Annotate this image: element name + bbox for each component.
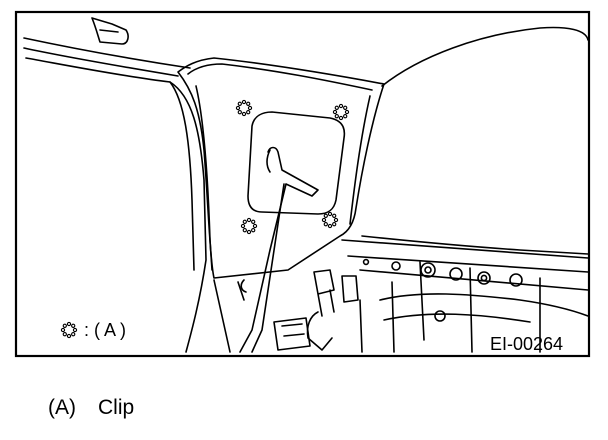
clip-marker-icon bbox=[321, 211, 339, 229]
figure-frame bbox=[14, 10, 591, 358]
trim-opening bbox=[247, 111, 346, 215]
callout-caption: (A) Clip bbox=[48, 396, 134, 420]
clip-marker-icon bbox=[332, 103, 350, 121]
legend-label: : ( A ) bbox=[84, 320, 126, 340]
door-frame bbox=[341, 239, 589, 291]
clip-marker-icon bbox=[235, 99, 253, 117]
hole bbox=[509, 273, 523, 287]
front-seat-back bbox=[25, 57, 207, 353]
rear-seat-back bbox=[381, 26, 589, 87]
hole bbox=[420, 262, 436, 278]
retractor bbox=[273, 317, 311, 351]
callout-text: Clip bbox=[98, 396, 135, 419]
hole bbox=[477, 271, 491, 285]
figure-id: EI-00264 bbox=[490, 334, 563, 354]
headliner-edge bbox=[23, 47, 179, 77]
belt-anchor bbox=[313, 269, 335, 317]
callout-key: (A) bbox=[48, 396, 76, 419]
seat-belt bbox=[239, 146, 319, 353]
b-pillar-trim bbox=[177, 57, 385, 279]
clip-marker-icon bbox=[240, 217, 258, 235]
hole bbox=[449, 267, 463, 281]
legend-clip-marker-icon bbox=[60, 321, 78, 339]
headliner-line bbox=[23, 37, 191, 69]
roof-handle bbox=[91, 17, 129, 45]
